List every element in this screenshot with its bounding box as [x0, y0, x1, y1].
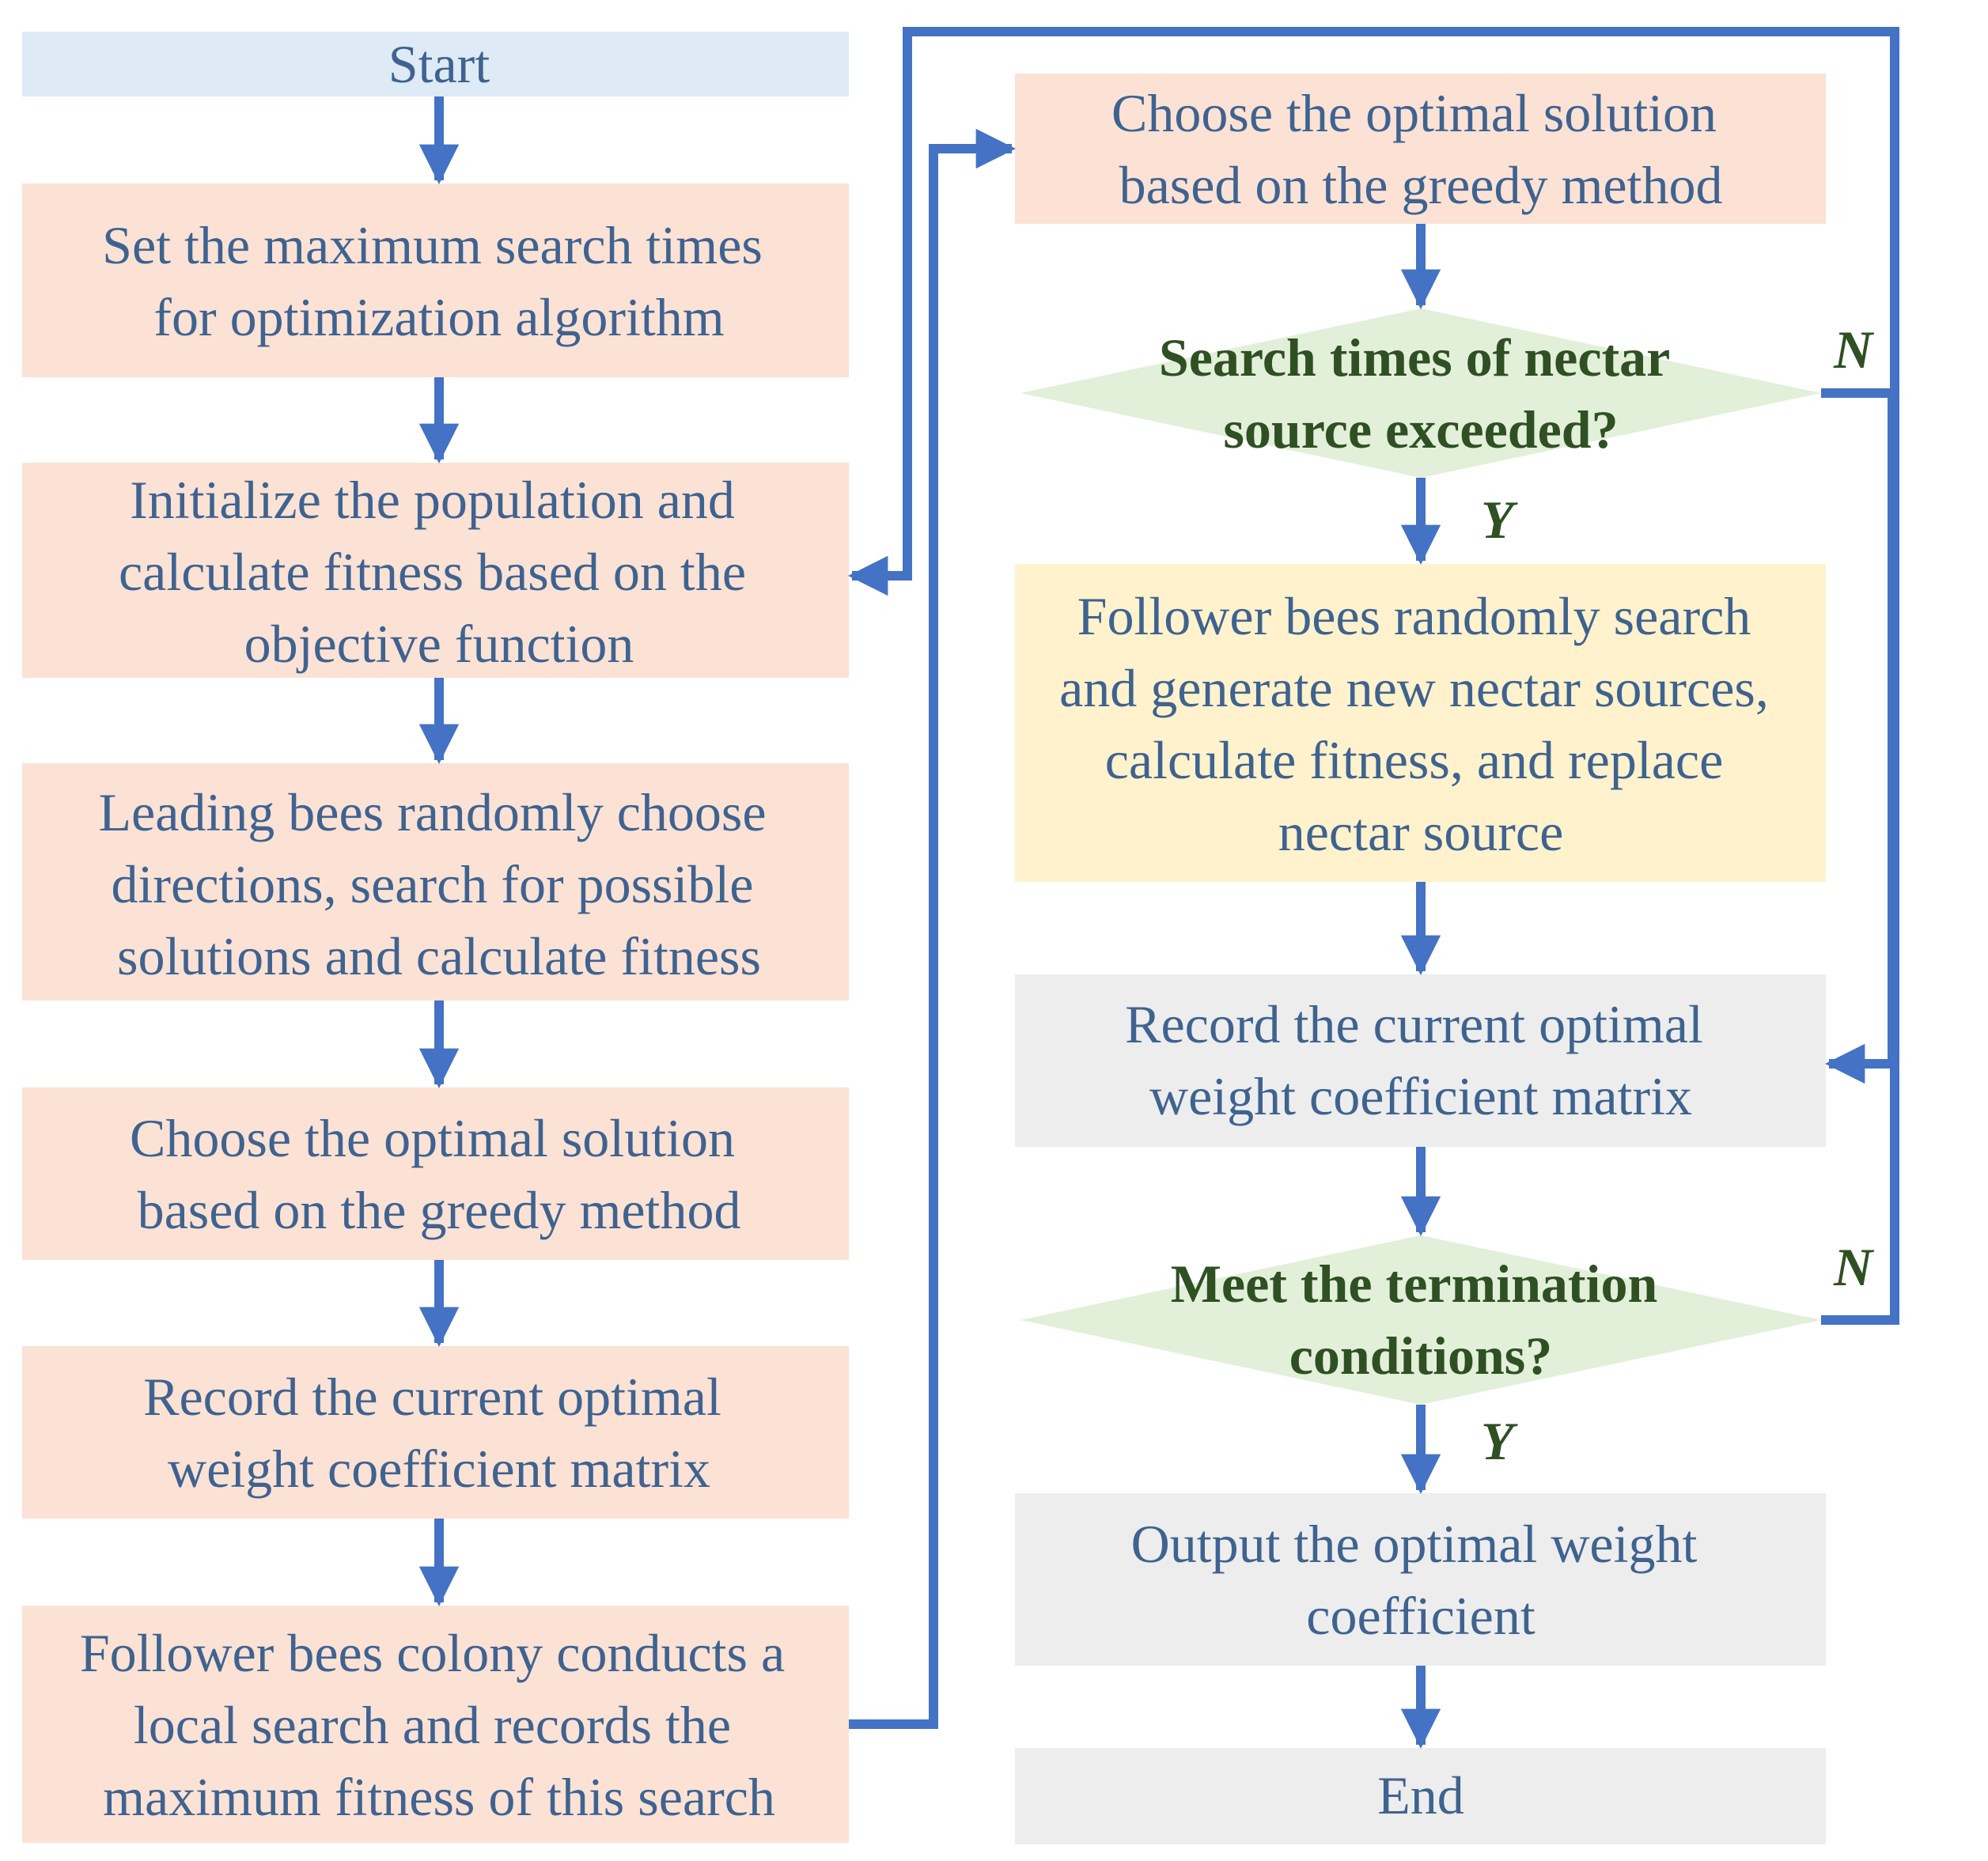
initialize-population-node: Initialize the population and calculate …: [22, 463, 849, 678]
search-exceeded-decision: Search times of nectar source exceeded?: [1021, 308, 1821, 478]
start-label: Start: [388, 34, 490, 94]
output-label: Output the optimal weight coefficient: [1131, 1514, 1711, 1646]
set-max-search-label: Set the maximum search times for optimiz…: [102, 215, 776, 347]
search-yes-label: Y: [1481, 490, 1518, 550]
choose-optimal-left-node: Choose the optimal solution based on the…: [22, 1087, 849, 1260]
start-node: Start: [22, 32, 849, 96]
choose-optimal-right-node: Choose the optimal solution based on the…: [1015, 74, 1826, 224]
arrow-termination-no-loop: [847, 27, 1899, 1325]
leading-bees-node: Leading bees randomly choose directions,…: [22, 763, 849, 1000]
leading-bees-label: Leading bees randomly choose directions,…: [98, 782, 779, 986]
set-max-search-node: Set the maximum search times for optimiz…: [22, 183, 849, 377]
choose-optimal-left-label: Choose the optimal solution based on the…: [130, 1108, 748, 1240]
termination-no-label: N: [1833, 1237, 1875, 1297]
follower-colony-node: Follower bees colony conducts a local se…: [22, 1606, 849, 1843]
termination-decision: Meet the termination conditions?: [1021, 1235, 1821, 1405]
record-left-node: Record the current optimal weight coeffi…: [22, 1346, 849, 1519]
output-node: Output the optimal weight coefficient: [1015, 1493, 1826, 1666]
search-no-label: N: [1833, 320, 1875, 380]
record-right-label: Record the current optimal weight coeffi…: [1125, 994, 1717, 1126]
follower-colony-label: Follower bees colony conducts a local se…: [80, 1623, 798, 1827]
termination-label: Meet the termination conditions?: [1171, 1254, 1672, 1386]
arrow-follower-to-choose-right: [849, 128, 1017, 1729]
search-exceeded-label: Search times of nectar source exceeded?: [1159, 327, 1683, 460]
initialize-population-label: Initialize the population and calculate …: [119, 470, 759, 674]
follower-random-label: Follower bees randomly search and genera…: [1059, 586, 1782, 862]
termination-yes-label: Y: [1481, 1411, 1518, 1471]
record-left-label: Record the current optimal weight coeffi…: [143, 1367, 735, 1499]
arrow-search-no: [1821, 388, 1897, 1084]
end-node: End: [1015, 1748, 1826, 1844]
record-right-node: Record the current optimal weight coeffi…: [1015, 974, 1826, 1147]
choose-optimal-right-label: Choose the optimal solution based on the…: [1111, 83, 1730, 215]
follower-random-node: Follower bees randomly search and genera…: [1015, 564, 1826, 882]
end-label: End: [1377, 1765, 1464, 1825]
